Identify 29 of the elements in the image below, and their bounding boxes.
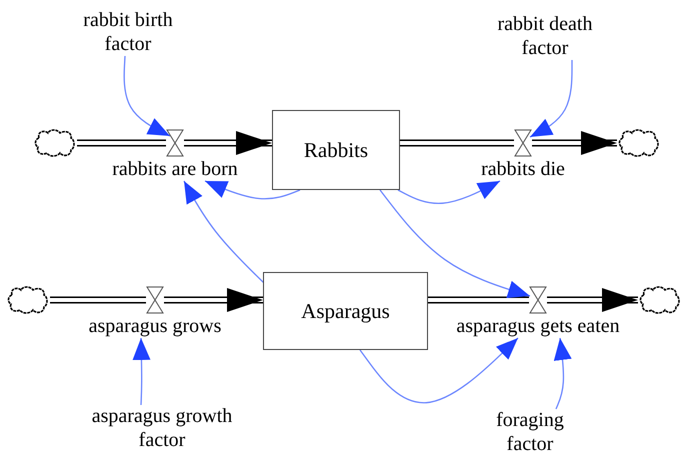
- flow-label: rabbits are born: [112, 157, 238, 181]
- link-arrow: [183, 180, 266, 284]
- link-arrow: [132, 338, 150, 406]
- flow-label: rabbits die: [481, 157, 565, 181]
- flow-pipe: [77, 140, 166, 146]
- link-arrow: [204, 180, 300, 200]
- stock-box: [263, 272, 428, 350]
- flow-pipe: [50, 296, 146, 304]
- flow-label: asparagus gets eaten: [456, 314, 620, 338]
- variable-label: rabbit death factor: [485, 12, 605, 60]
- variable-label: foraging factor: [480, 408, 580, 456]
- flow-pipe: [547, 288, 638, 312]
- flow-pipe: [184, 131, 272, 155]
- link-arrow: [124, 56, 170, 137]
- flow-pipe: [400, 140, 514, 146]
- link-arrow: [398, 180, 500, 204]
- link-arrow: [554, 338, 572, 410]
- flow-pipe: [532, 131, 617, 155]
- flow-pipe: [164, 288, 263, 312]
- variable-label: asparagus growth factor: [72, 404, 252, 452]
- link-arrow: [359, 338, 518, 404]
- variable-label: rabbit birth factor: [68, 8, 188, 56]
- link-arrow: [530, 60, 573, 138]
- flow-label: asparagus grows: [88, 314, 222, 338]
- flow-pipe: [428, 296, 529, 304]
- stock-label: Asparagus: [301, 298, 390, 324]
- stock-box: [272, 110, 400, 190]
- link-arrow: [379, 190, 530, 298]
- stock-label: Rabbits: [304, 138, 368, 162]
